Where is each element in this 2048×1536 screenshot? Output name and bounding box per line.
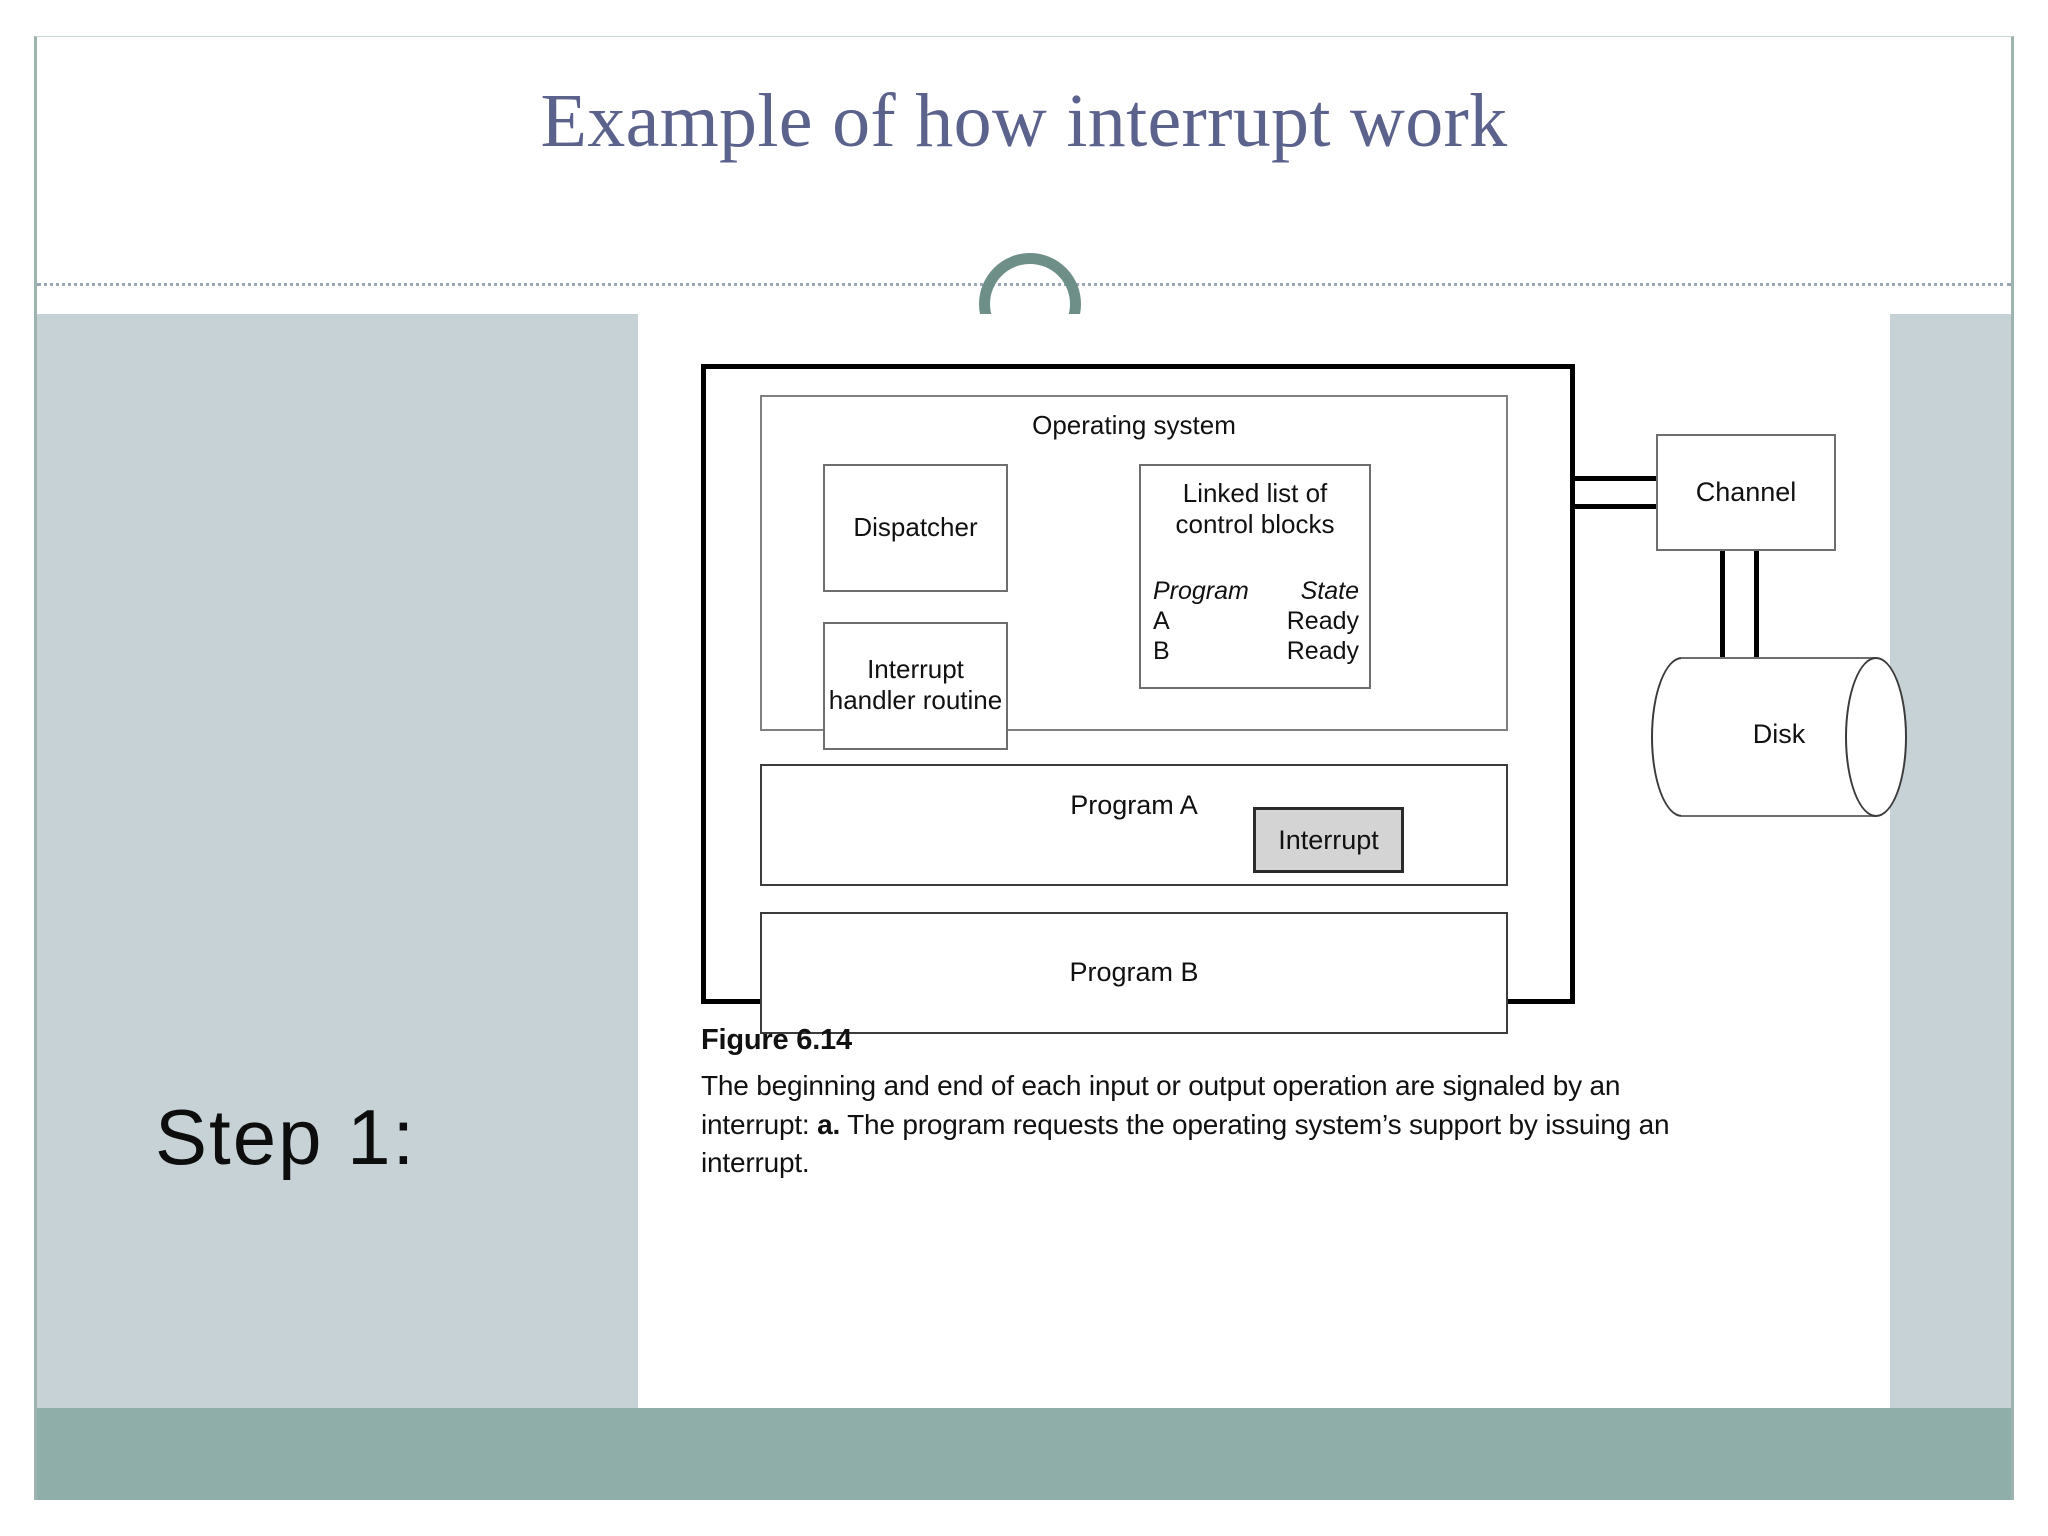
control-block-table: Program State A Ready B Ready [1153, 576, 1359, 666]
step-label: Step 1: [155, 1093, 417, 1181]
interrupt-badge: Interrupt [1253, 807, 1404, 873]
system-boundary-box: Operating system Dispatcher Interrupt ha… [701, 364, 1575, 1034]
program-a-box: Program A Interrupt [760, 764, 1508, 886]
disk-cap-right [1845, 657, 1907, 817]
slide-title-band: Example of how interrupt work [37, 37, 2011, 283]
column-header-state: State [1300, 577, 1359, 605]
connector-line-channel-top [1575, 476, 1657, 481]
linked-list-title-line-2: control blocks [1175, 508, 1335, 539]
caption-line-2-bold: a. [817, 1108, 841, 1140]
cell-program: B [1153, 637, 1170, 665]
figure-caption: Figure 6.14 The beginning and end of eac… [701, 1024, 1721, 1183]
table-header-row: Program State [1153, 576, 1359, 606]
operating-system-label: Operating system [1032, 410, 1236, 440]
figure-panel: Operating system Dispatcher Interrupt ha… [638, 314, 1907, 1454]
connector-line-disk-right [1754, 551, 1759, 661]
channel-label: Channel [1695, 477, 1797, 507]
cell-state: Ready [1286, 607, 1359, 635]
figure-caption-body: The beginning and end of each input or o… [701, 1067, 1721, 1183]
disk-cylinder: Disk [1651, 657, 1907, 817]
program-b-box: Program B [760, 912, 1508, 1034]
column-header-program: Program [1153, 577, 1249, 605]
caption-line-1: The beginning and end of each input or o… [701, 1070, 1621, 1101]
channel-box: Channel [1656, 434, 1836, 551]
interrupt-handler-label: Interrupt handler routine [825, 654, 1006, 715]
cell-state: Ready [1286, 637, 1359, 665]
table-row: A Ready [1153, 606, 1359, 636]
dispatcher-box: Dispatcher [823, 464, 1008, 592]
caption-line-2-post: The program requests the operating syste… [840, 1108, 1670, 1140]
caption-line-2-pre: interrupt: [701, 1108, 818, 1140]
figure-caption-title: Figure 6.14 [701, 1024, 852, 1056]
program-b-label: Program B [1069, 957, 1199, 987]
linked-list-title: Linked list of control blocks [1141, 478, 1369, 539]
linked-list-control-blocks-box: Linked list of control blocks Program St… [1139, 464, 1371, 689]
dispatcher-label: Dispatcher [853, 512, 978, 542]
disk-label: Disk [1752, 719, 1806, 749]
interrupt-handler-line-2: handler routine [828, 684, 1003, 715]
slide-footer-bar [37, 1408, 2011, 1500]
cell-program: A [1153, 607, 1170, 635]
linked-list-title-line-1: Linked list of [1182, 478, 1328, 508]
presentation-slide: Example of how interrupt work Step 1: Op… [34, 36, 2014, 1500]
program-a-label: Program A [1070, 790, 1198, 820]
operating-system-box: Operating system Dispatcher Interrupt ha… [760, 395, 1508, 750]
connector-line-channel-bottom [1575, 504, 1657, 509]
connector-line-disk-left [1720, 551, 1725, 661]
table-row: B Ready [1153, 636, 1359, 666]
caption-line-3: interrupt. [701, 1147, 810, 1179]
page-title: Example of how interrupt work [540, 79, 1508, 163]
interrupt-handler-box: Interrupt handler routine [823, 622, 1008, 750]
slide-content-area: Step 1: Operating system Dispatcher Inte… [37, 314, 2011, 1500]
interrupt-badge-label: Interrupt [1278, 825, 1379, 855]
interrupt-handler-line-1: Interrupt [867, 654, 964, 684]
